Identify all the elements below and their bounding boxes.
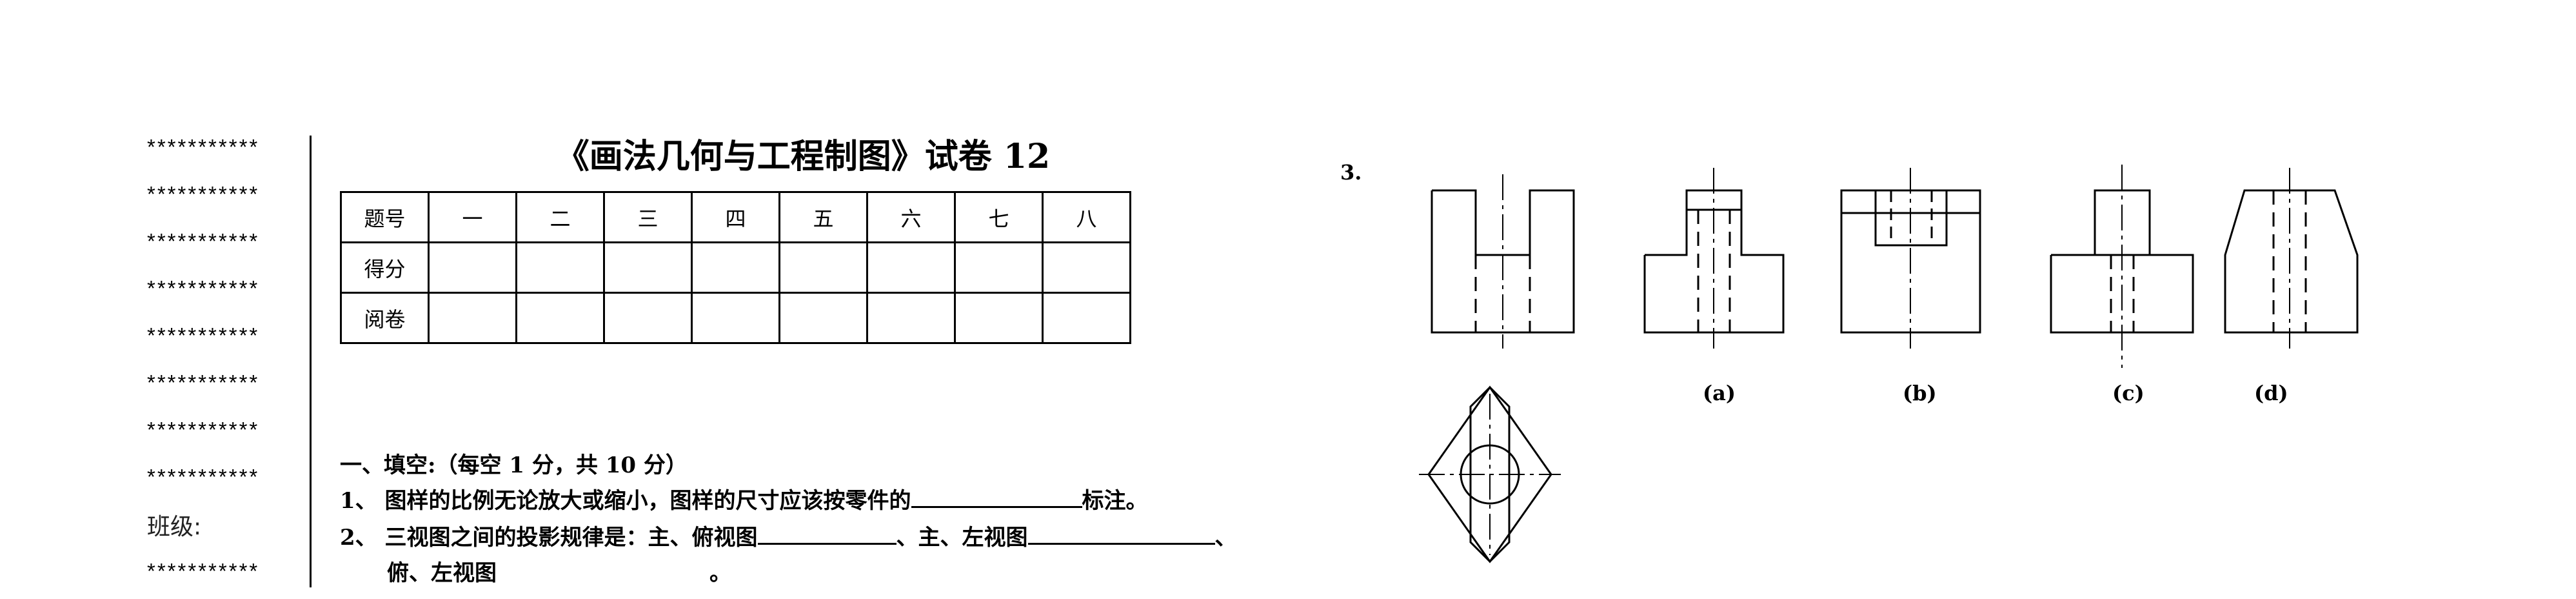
- option-b-drawing: [1840, 168, 1981, 349]
- option-a-caption: (a): [1703, 381, 1736, 405]
- table-cell: 三: [603, 191, 693, 243]
- grader-cell[interactable]: [603, 292, 693, 344]
- table-cell: 得分: [340, 241, 430, 294]
- projection-drawings: [1419, 165, 2359, 563]
- star-separator: ***********: [147, 559, 260, 583]
- answer-blank[interactable]: [757, 522, 897, 545]
- table-cell: 五: [778, 191, 868, 243]
- outline: [1643, 189, 1785, 334]
- option-b-caption: (b): [1903, 381, 1937, 405]
- score-cell[interactable]: [603, 241, 693, 294]
- table-cell: 阅卷: [340, 292, 430, 344]
- grader-cell[interactable]: [1042, 292, 1131, 344]
- star-separator: ***********: [147, 418, 260, 442]
- question-text: 。: [709, 560, 731, 586]
- class-label: 班级:: [147, 514, 202, 540]
- binding-rule: [310, 136, 312, 587]
- table-cell: 六: [866, 191, 956, 243]
- table-header-row: 题号 一 二 三 四 五 六 七 八: [340, 191, 1131, 243]
- score-cell[interactable]: [428, 241, 517, 294]
- question-text: 、: [1214, 525, 1237, 551]
- option-d-caption: (d): [2254, 381, 2288, 405]
- question-3-number: 3.: [1340, 160, 1362, 185]
- score-cell[interactable]: [1042, 241, 1131, 294]
- grader-cell[interactable]: [515, 292, 605, 344]
- answer-blank[interactable]: [1027, 522, 1215, 545]
- table-cell: 四: [691, 191, 780, 243]
- question-text: 俯、左视图: [387, 560, 497, 586]
- outline: [1431, 189, 1575, 334]
- option-a-drawing: [1643, 168, 1785, 349]
- score-cell[interactable]: [778, 241, 868, 294]
- grader-cell[interactable]: [866, 292, 956, 344]
- score-cell[interactable]: [515, 241, 605, 294]
- question-2-continued: 俯、左视图 。: [387, 555, 731, 587]
- section-heading: 一、填空:（每空 1 分，共 10 分）: [340, 452, 688, 478]
- table-row: 阅卷: [340, 292, 1131, 344]
- score-cell[interactable]: [866, 241, 956, 294]
- table-cell: 二: [515, 191, 605, 243]
- star-separator: ***********: [147, 371, 260, 394]
- grader-cell[interactable]: [691, 292, 780, 344]
- grader-cell[interactable]: [954, 292, 1044, 344]
- option-c-drawing: [2050, 165, 2194, 368]
- star-separator: ***********: [147, 135, 260, 159]
- star-separator: ***********: [147, 465, 260, 489]
- top-view-drawing: [1419, 385, 1561, 563]
- score-cell[interactable]: [954, 241, 1044, 294]
- star-separator: ***********: [147, 182, 260, 206]
- main-view-drawing: [1431, 174, 1575, 349]
- option-d-drawing: [2224, 168, 2359, 349]
- table-cell: 题号: [340, 191, 430, 243]
- exam-title: 《画法几何与工程制图》试卷 12: [555, 137, 1051, 176]
- question-1: 1、 图样的比例无论放大或缩小，图样的尺寸应该按零件的 标注。: [340, 483, 1148, 514]
- answer-blank[interactable]: [497, 558, 709, 580]
- question-text: 标注。: [1082, 488, 1148, 514]
- star-separator: ***********: [147, 229, 260, 253]
- question-text: 、主、左视图: [896, 525, 1028, 551]
- question-text: 2、 三视图之间的投影规律是：主、俯视图: [340, 525, 758, 551]
- answer-blank[interactable]: [911, 485, 1082, 508]
- outline: [2224, 189, 2359, 334]
- table-cell: 八: [1042, 191, 1131, 243]
- table-cell: 七: [954, 191, 1044, 243]
- table-cell: 一: [428, 191, 517, 243]
- question-text: 1、 图样的比例无论放大或缩小，图样的尺寸应该按零件的: [340, 488, 911, 514]
- question-2: 2、 三视图之间的投影规律是：主、俯视图 、主、左视图 、: [340, 520, 1237, 551]
- score-cell[interactable]: [691, 241, 780, 294]
- star-separator: ***********: [147, 323, 260, 347]
- edge-line: [1874, 190, 1948, 247]
- star-separator: ***********: [147, 276, 260, 300]
- table-row: 得分: [340, 241, 1131, 294]
- grader-cell[interactable]: [428, 292, 517, 344]
- score-table: 题号 一 二 三 四 五 六 七 八 得分 阅卷: [340, 191, 1131, 344]
- binding-margin: *********** *********** *********** ****…: [147, 128, 308, 599]
- option-c-caption: (c): [2112, 381, 2145, 405]
- grader-cell[interactable]: [778, 292, 868, 344]
